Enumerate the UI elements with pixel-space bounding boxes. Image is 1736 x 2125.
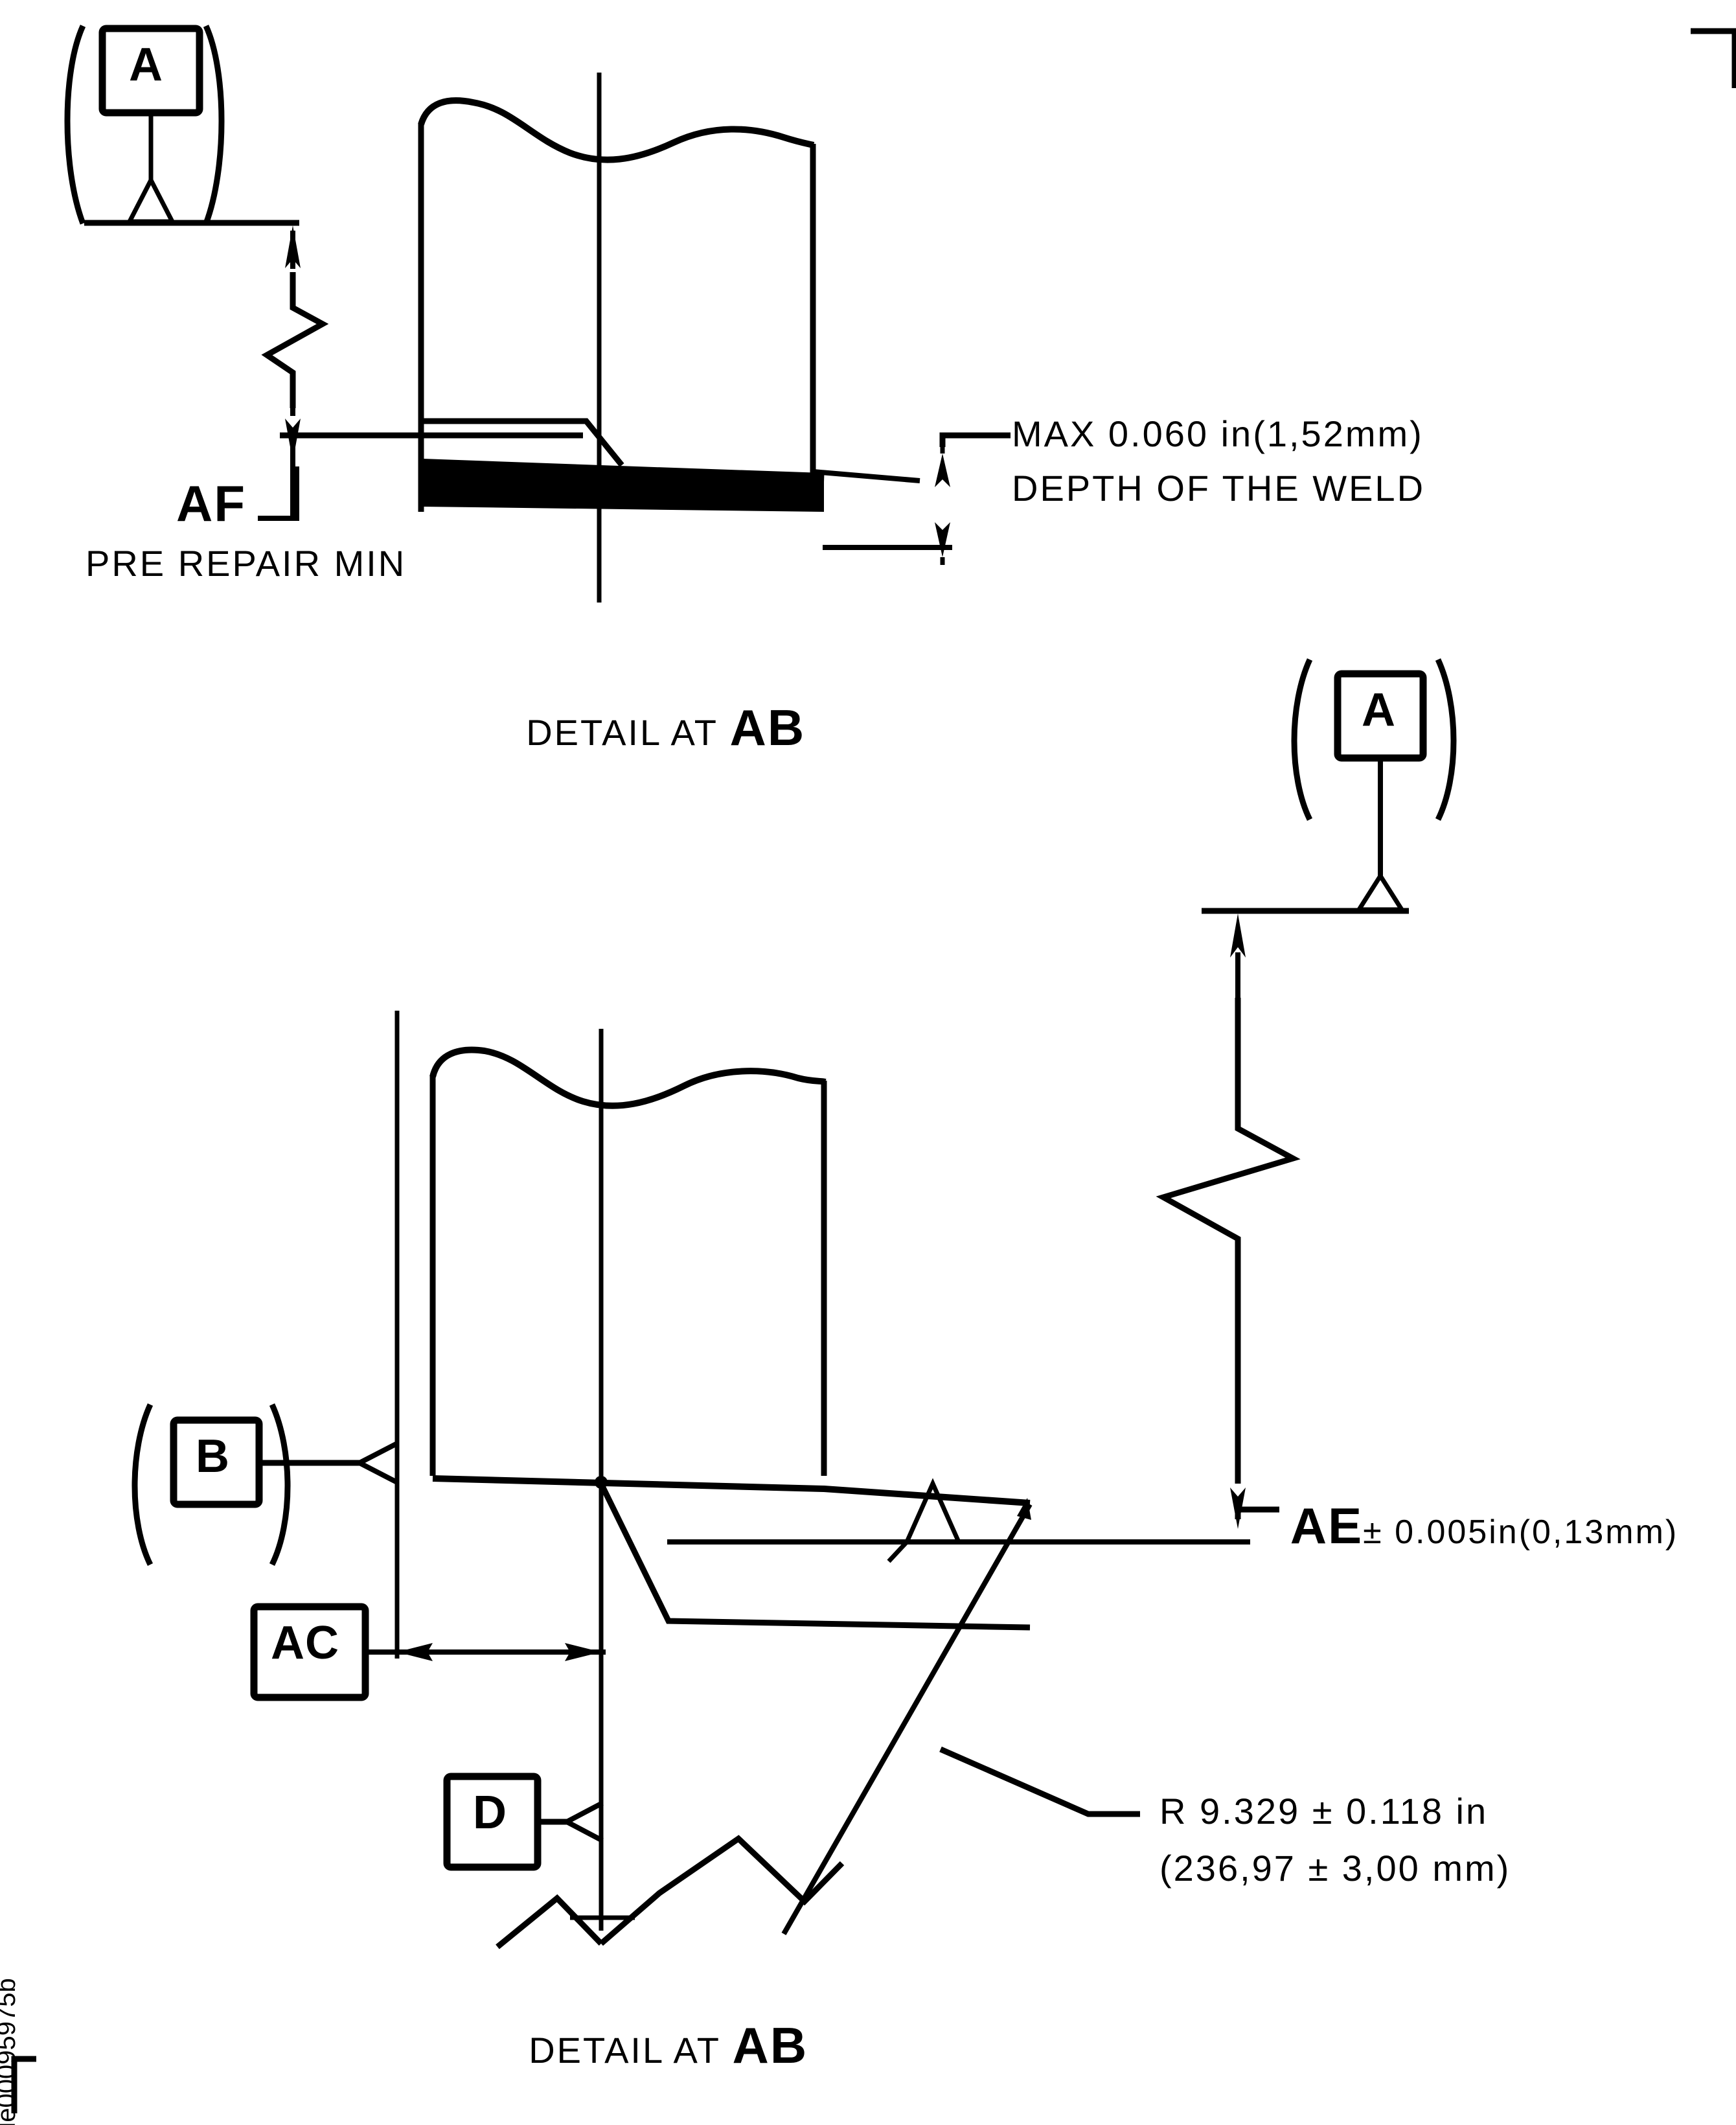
ac-dimension-group bbox=[363, 1643, 606, 1661]
ae-tolerance-callout: AE± 0.005in(0,13mm) bbox=[1276, 1490, 1678, 1561]
af-dimension-note: PRE REPAIR MIN bbox=[86, 543, 407, 584]
cone-profile bbox=[496, 1478, 1140, 1949]
figure-id-corner-bracket bbox=[11, 2056, 36, 2113]
weld-depth-callout-line2: DEPTH OF THE WELD bbox=[1012, 468, 1426, 509]
ae-dimension-group bbox=[667, 913, 1301, 1545]
weld-depth-callout-line1: MAX 0.060 in(1,52mm) bbox=[1012, 413, 1424, 454]
ac-dimension-label: AC bbox=[271, 1617, 339, 1669]
af-dimension-label: AF bbox=[176, 475, 246, 532]
ac-label-box bbox=[250, 1603, 369, 1701]
datum-letter-b: B bbox=[196, 1430, 230, 1482]
af-dimension-group bbox=[151, 220, 583, 521]
corner-registration-mark bbox=[1691, 28, 1736, 88]
lower-detail-caption-prefix: DETAIL AT bbox=[529, 2030, 733, 2071]
radius-callout-line1: R 9.329 ± 0.118 in bbox=[1159, 1791, 1489, 1832]
upper-detail-caption-prefix: DETAIL AT bbox=[526, 712, 730, 753]
weld-depth-callout-leader bbox=[823, 432, 1011, 565]
upper-detail-caption-suffix: AB bbox=[729, 699, 806, 756]
upper-part-profile bbox=[418, 73, 920, 603]
datum-letter-a-upper: A bbox=[129, 39, 163, 91]
ae-tolerance-label: AE bbox=[1290, 1497, 1364, 1554]
datum-symbol-b bbox=[131, 1403, 398, 1566]
figure-id-text: de00095975b bbox=[0, 1978, 21, 2125]
d-label-box bbox=[443, 1773, 542, 1871]
ae-tolerance-value: ± 0.005in(0,13mm) bbox=[1363, 1513, 1679, 1551]
d-dimension-label: D bbox=[473, 1787, 507, 1839]
datum-symbol-a-upper bbox=[64, 25, 299, 226]
lower-part-profile bbox=[429, 1029, 1031, 1931]
lower-detail-caption-suffix: AB bbox=[732, 2017, 808, 2074]
datum-symbol-a-lower bbox=[1202, 658, 1457, 914]
upper-detail-caption: DETAIL AT AB bbox=[478, 666, 805, 789]
radius-callout-line2: (236,97 ± 3,00 mm) bbox=[1159, 1848, 1511, 1889]
d-leader-group bbox=[536, 1800, 604, 1843]
lower-detail-caption: DETAIL AT AB bbox=[481, 1984, 808, 2107]
datum-letter-a-lower: A bbox=[1362, 684, 1396, 736]
